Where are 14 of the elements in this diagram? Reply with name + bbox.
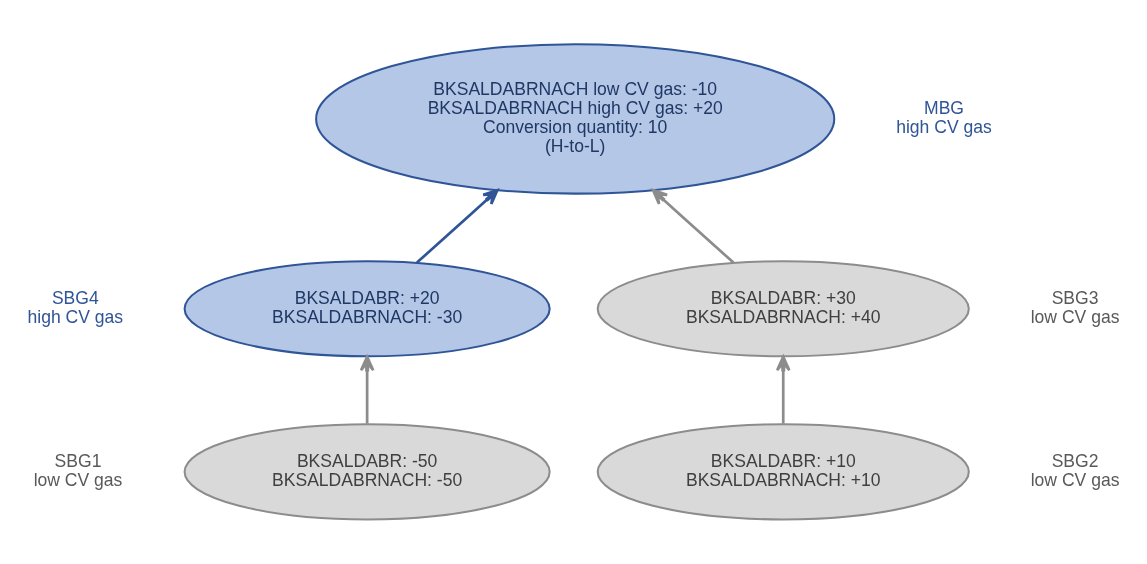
node-ellipse: BKSALDABR: +10 BKSALDABRNACH: +10 (596, 423, 970, 521)
node-label: SBG1 low CV gas (33, 450, 123, 490)
arrow (416, 188, 499, 264)
arrow (359, 355, 375, 424)
node-label: SBG2 low CV gas (1030, 450, 1120, 490)
node-label: MBG high CV gas (896, 98, 992, 137)
node-ellipse: BKSALDABR: +20 BKSALDABRNACH: -30 (183, 260, 551, 358)
node-ellipse: BKSALDABR: +30 BKSALDABRNACH: +40 (596, 260, 970, 358)
node-label: SBG3 low CV gas (1030, 287, 1120, 327)
node-ellipse: BKSALDABR: -50 BKSALDABRNACH: -50 (183, 423, 551, 521)
node-label: SBG4 high CV gas (27, 287, 124, 327)
arrow (651, 188, 735, 264)
arrow (775, 355, 791, 424)
node-ellipse: BKSALDABRNACH low CV gas: -10 BKSALDABRNACH high CV gas: +20 Conversion quantity: 10 (H-to-L) (315, 43, 836, 195)
